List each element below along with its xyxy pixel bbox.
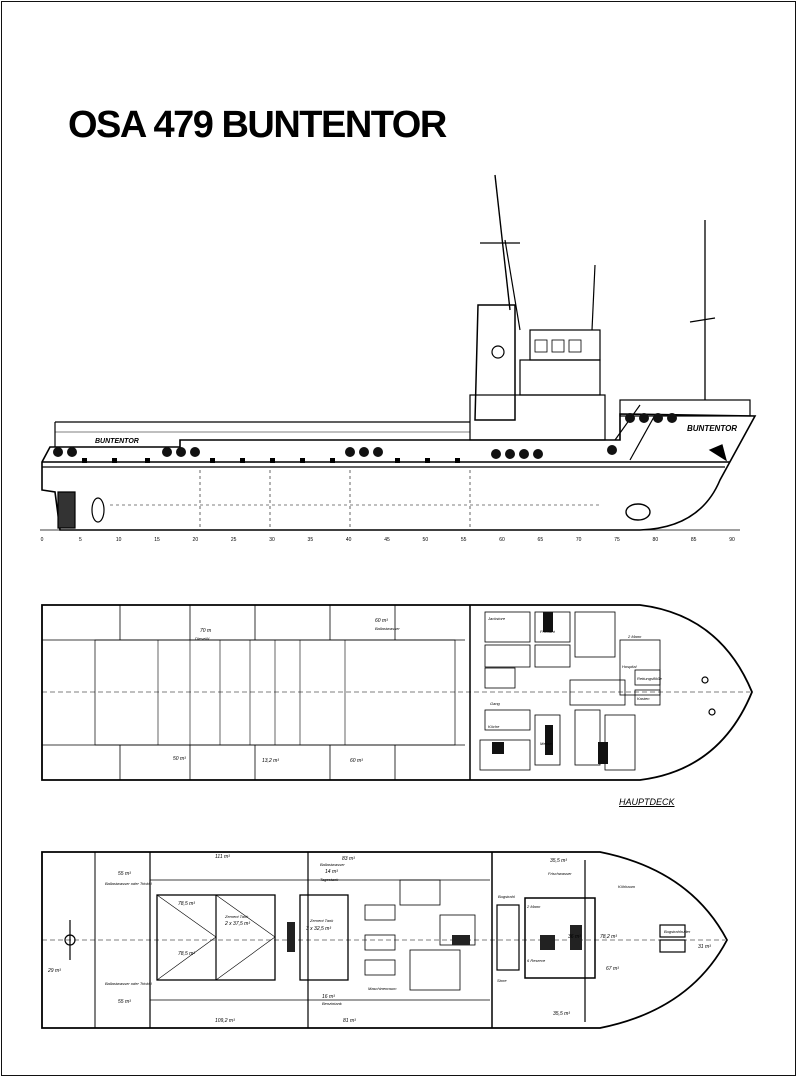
side-ship-name: BUNTENTOR bbox=[95, 438, 139, 445]
ld-room-12: Benzintank bbox=[322, 1001, 343, 1006]
frame-number: 75 bbox=[614, 537, 620, 543]
frame-number: 55 bbox=[461, 537, 467, 543]
frame-number: 20 bbox=[193, 537, 199, 543]
ld-room-1: Ballastwasser oder Trinköl bbox=[105, 881, 152, 886]
ld-vol-17: 67 m³ bbox=[606, 966, 619, 972]
ld-vol-3: 83 m³ bbox=[342, 856, 355, 862]
bow-ship-name: BUNTENTOR bbox=[687, 424, 737, 433]
hd-room-11: 2 Mann bbox=[627, 634, 642, 639]
ld-vol-11: 16 m³ bbox=[322, 994, 335, 1000]
hd-vol-5: 60 m³ bbox=[350, 758, 363, 764]
ld-room-4: Zement Tank bbox=[224, 914, 249, 919]
frame-number: 40 bbox=[346, 537, 352, 543]
ld-room-2: Ballastwasser bbox=[320, 862, 345, 867]
frame-number: 35 bbox=[308, 537, 314, 543]
hd-room-1: Ballastwasser bbox=[375, 626, 400, 631]
ld-vol-4: 14 m³ bbox=[325, 869, 338, 875]
ld-vol-9: 78,2 m³ bbox=[600, 934, 617, 940]
frame-number: 90 bbox=[729, 537, 735, 543]
ld-room-14: 6 Reserve bbox=[527, 958, 546, 963]
portholes bbox=[82, 458, 460, 463]
lower-deck-plan bbox=[41, 851, 729, 1029]
ld-vol-18: 35,5 m³ bbox=[553, 1011, 570, 1017]
ld-vol-16: 81 m³ bbox=[343, 1018, 356, 1024]
ld-room-7: Bugstrahl bbox=[498, 894, 515, 899]
main-deck-labels: 60 m³ 70 m 50 m³ 13,2 m³ 60 m³ Ballastwa… bbox=[173, 616, 663, 764]
hd-room-8: Hospital bbox=[622, 664, 637, 669]
ld-room-11: Tagestank bbox=[320, 877, 339, 882]
hd-room-10: Rettungsflöße bbox=[637, 676, 663, 681]
frame-number: 85 bbox=[691, 537, 697, 543]
ld-vol-13: 31 m³ bbox=[698, 944, 711, 950]
ld-vol-8: 3 x 32,5 m³ bbox=[306, 926, 331, 932]
side-elevation bbox=[40, 174, 757, 531]
ld-vol-19: 29 m³ bbox=[47, 968, 61, 974]
hauptdeck-label: HAUPTDECK bbox=[619, 797, 675, 807]
hd-vol-1: 60 m³ bbox=[375, 618, 388, 624]
main-deck-plan bbox=[41, 604, 753, 781]
ld-room-6: Maschinenraum bbox=[368, 986, 397, 991]
frame-number: 0 bbox=[41, 537, 44, 543]
page-title: OSA 479 BUNTENTOR bbox=[68, 104, 447, 146]
ld-vol-6: 78,5 m³ bbox=[178, 901, 195, 907]
ld-vol-10: 78,5 m³ bbox=[178, 951, 195, 957]
ld-vol-5: 35,5 m³ bbox=[550, 858, 567, 864]
frame-number: 15 bbox=[154, 537, 160, 543]
frame-number: 60 bbox=[499, 537, 505, 543]
frame-number: 80 bbox=[653, 537, 659, 543]
ld-vol-7: 2 x 37,5 m³ bbox=[224, 921, 250, 927]
frame-number: 45 bbox=[384, 537, 390, 543]
frame-number: 50 bbox=[423, 537, 429, 543]
frame-number: 5 bbox=[79, 537, 82, 543]
hd-vol-3: 50 m³ bbox=[173, 756, 186, 762]
ld-room-5: Zement Tank bbox=[309, 918, 334, 923]
frame-number: 70 bbox=[576, 537, 582, 543]
ld-room-9: Frischwasser bbox=[548, 871, 572, 876]
ld-room-13: 2 Mann bbox=[526, 904, 541, 909]
ld-room-10: Kühlraum bbox=[618, 884, 636, 889]
ld-vol-14: 55 m³ bbox=[118, 999, 131, 1005]
hd-room-7: Gang bbox=[490, 701, 501, 706]
ld-vol-1: 55 m³ bbox=[118, 871, 131, 877]
frame-number: 30 bbox=[269, 537, 275, 543]
frame-number: 25 bbox=[231, 537, 237, 543]
frame-number-scale: 0 5 10 15 20 25 30 35 40 45 50 55 60 65 70 75 80 85 90 bbox=[41, 537, 735, 543]
hd-room-5: Küche bbox=[488, 724, 500, 729]
hd-room-4: Proviant bbox=[540, 629, 556, 634]
hd-room-3: Jackstore bbox=[487, 616, 506, 621]
fender-tyres bbox=[53, 413, 677, 459]
hd-room-6: Messe bbox=[540, 741, 553, 746]
hd-room-2: Dieselöl bbox=[195, 636, 209, 641]
frame-number: 65 bbox=[538, 537, 544, 543]
ld-room-15: Bugstrahlruder bbox=[664, 929, 691, 934]
lower-deck-labels: 55 m³ 111 m³ 83 m³ 14 m³ 35,5 m³ 78,5 m³… bbox=[47, 854, 711, 1024]
ld-room-3: Ballastwasser oder Trinköl bbox=[105, 981, 152, 986]
ld-room-8: Store bbox=[497, 978, 507, 983]
ld-vol-12: 36 m³ bbox=[568, 934, 581, 940]
ld-vol-15: 109,2 m³ bbox=[215, 1018, 235, 1024]
frame-number: 10 bbox=[116, 537, 122, 543]
hd-room-9: Kasten bbox=[637, 696, 650, 701]
hd-vol-2: 70 m bbox=[200, 628, 211, 634]
ld-vol-2: 111 m³ bbox=[215, 854, 230, 860]
hd-vol-4: 13,2 m³ bbox=[262, 758, 279, 764]
